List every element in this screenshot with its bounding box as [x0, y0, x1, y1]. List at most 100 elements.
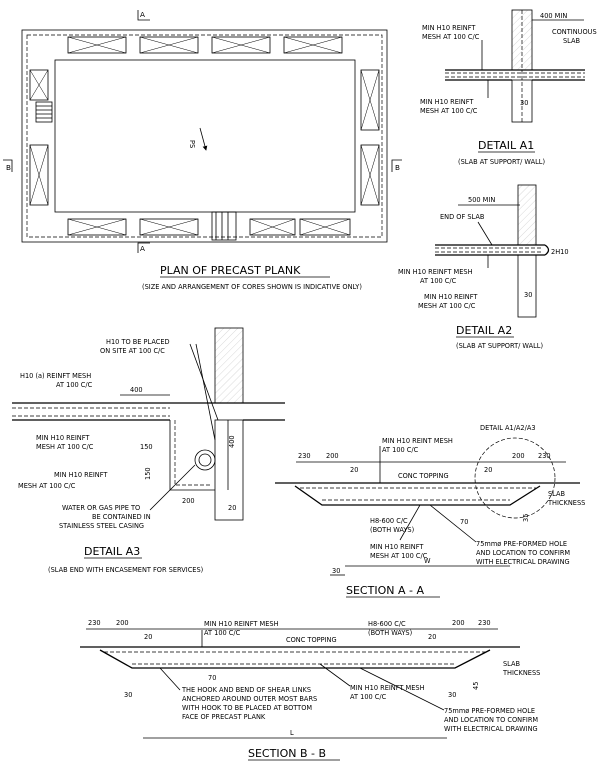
a1-label-top-1: MIN H10 REINFT — [422, 24, 476, 32]
bb-label-min-1: MIN H10 REINFT MESH — [350, 684, 425, 692]
aa-label-hole-1: 75mmø PRE-FORMED HOLE — [476, 540, 567, 548]
detail-a3: 400 400 H10 TO BE PLACED ON SITE AT 100 … — [12, 327, 285, 574]
aa-label-slab-1: SLAB — [548, 490, 566, 498]
bb-label-slab-1: SLAB — [503, 660, 521, 668]
bb-label-hole-3: WITH ELECTRICAL DRAWING — [444, 725, 538, 733]
aa-label-hole-3: WITH ELECTRICAL DRAWING — [476, 558, 570, 566]
bb-label-topping: CONC TOPPING — [286, 636, 337, 644]
a3-dim-150b: 150 — [144, 467, 152, 480]
a2-label-2h10: 2H10 — [551, 248, 569, 256]
a2-label-m1-2: AT 100 C/C — [420, 277, 457, 285]
a3-title: DETAIL A3 — [84, 545, 140, 558]
a3-dim-400: 400 — [130, 386, 143, 394]
a3-label-mesh-2: AT 100 C/C — [56, 381, 93, 389]
bb-label-hook-1: THE HOOK AND BEND OF SHEAR LINKS — [181, 686, 311, 694]
top-cores — [67, 36, 343, 54]
a1-dim-top: 400 MIN — [540, 12, 567, 20]
section-a-marker-top: A — [140, 10, 145, 19]
aa-label-mesh-1: MIN H10 REINT MESH — [382, 437, 453, 445]
aa-title: SECTION A - A — [346, 584, 424, 597]
a2-label-m1-1: MIN H10 REINFT MESH — [398, 268, 473, 276]
aa-dim-w: W — [424, 557, 431, 565]
a2-sub: (SLAB AT SUPPORT/ WALL) — [456, 342, 543, 350]
bb-dim-45: 45 — [472, 682, 480, 690]
bb-label-h8-2: (BOTH WAYS) — [368, 629, 412, 637]
bottom-cores — [67, 218, 351, 236]
a2-dim-top: 500 MIN — [468, 196, 495, 204]
aa-label-slab-2: THICKNESS — [547, 499, 585, 507]
a1-label-cont-1: CONTINUOUS — [552, 28, 597, 36]
bb-label-hook-3: WITH HOOK TO BE PLACED AT BOTTOM — [182, 704, 312, 712]
a1-sub: (SLAB AT SUPPORT/ WALL) — [458, 158, 545, 166]
bb-label-hole-2: AND LOCATION TO CONFIRM — [444, 716, 538, 724]
plan-title: PLAN OF PRECAST PLANK — [160, 264, 301, 277]
a1-dim-30: 30 — [520, 99, 528, 107]
a3-dim-200: 200 — [182, 497, 195, 505]
aa-dim-30: 30 — [332, 567, 340, 575]
a3-label-m2-2: MESH AT 100 C/C — [18, 482, 76, 490]
a3-label-m2-1: MIN H10 REINFT — [54, 471, 108, 479]
aa-dim-200a: 200 — [326, 452, 339, 460]
section-b-marker-right: B — [395, 163, 400, 172]
bb-label-hook-2: ANCHORED AROUND OUTER MOST BARS — [182, 695, 317, 703]
aa-label-min-2: MESH AT 100 C/C — [370, 552, 428, 560]
a1-label-bot-2: MESH AT 100 C/C — [420, 107, 478, 115]
a3-label-h10-1: H10 TO BE PLACED — [106, 338, 170, 346]
aa-label-h8-2: (BOTH WAYS) — [370, 526, 414, 534]
a3-dim-150a: 150 — [140, 443, 153, 451]
aa-dim-20a: 20 — [350, 466, 358, 474]
aa-detail-ref: DETAIL A1/A2/A3 — [480, 424, 536, 432]
bb-dim-230b: 230 — [478, 619, 491, 627]
side-cores — [29, 69, 380, 206]
bb-label-mesh-2: AT 100 C/C — [204, 629, 241, 637]
a1-label-top-2: MESH AT 100 C/C — [422, 33, 480, 41]
a2-label-end: END OF SLAB — [440, 213, 485, 221]
bb-dim-200b: 200 — [452, 619, 465, 627]
aa-dim-20b: 20 — [484, 466, 492, 474]
section-bb: 230 200 20 MIN H10 REINFT MESH AT 100 C/… — [80, 619, 540, 761]
bb-dim-20a: 20 — [144, 633, 152, 641]
bb-label-hole-1: 75mmø PRE-FORMED HOLE — [444, 707, 535, 715]
bb-label-min-2: AT 100 C/C — [350, 693, 387, 701]
bb-dim-230a: 230 — [88, 619, 101, 627]
aa-dim-230b: 230 — [538, 452, 551, 460]
a1-title: DETAIL A1 — [478, 139, 534, 152]
aa-label-topping: CONC TOPPING — [398, 472, 449, 480]
detail-a2: 500 MIN END OF SLAB 2H10 MIN H10 REINFT … — [398, 184, 569, 350]
aa-dim-70: 70 — [460, 518, 468, 526]
section-aa: 230 200 20 20 200 230 DETAIL A1/A2/A3 MI… — [275, 424, 585, 598]
a3-dim-20: 20 — [228, 504, 236, 512]
a2-label-m2-1: MIN H10 REINFT — [424, 293, 478, 301]
bb-dim-30a: 30 — [124, 691, 132, 699]
detail-a1: 400 MIN MIN H10 REINFT MESH AT 100 C/C C… — [420, 9, 597, 166]
a2-label-m2-2: MESH AT 100 C/C — [418, 302, 476, 310]
aa-dim-200b: 200 — [512, 452, 525, 460]
a3-label-pipe-3: STAINLESS STEEL CASING — [59, 522, 144, 530]
section-b-marker-left: B — [6, 163, 11, 172]
section-a-marker-bottom: A — [140, 244, 145, 253]
a3-label-pipe-2: BE CONTAINED IN — [92, 513, 151, 521]
bb-title: SECTION B - B — [248, 747, 326, 760]
plan-view: PS A A B B PLAN OF PRECAST PLANK (SIZE A… — [3, 10, 402, 291]
a3-sub: (SLAB END WITH ENCASEMENT FOR SERVICES) — [48, 566, 203, 574]
a3-dim-400v: 400 — [228, 435, 236, 448]
bb-label-hook-4: FACE OF PRECAST PLANK — [182, 713, 266, 721]
a3-label-m1-1: MIN H10 REINFT — [36, 434, 90, 442]
bb-label-h8-1: H8-600 C/C — [368, 620, 406, 628]
a1-label-cont-2: SLAB — [563, 37, 581, 45]
a3-label-mesh-1: H10 (a) REINFT MESH — [20, 372, 91, 380]
bb-dim-l: L — [290, 729, 294, 737]
aa-label-mesh-2: AT 100 C/C — [382, 446, 419, 454]
aa-dim-230a: 230 — [298, 452, 311, 460]
plan-note: (SIZE AND ARRANGEMENT OF CORES SHOWN IS … — [142, 283, 362, 291]
bb-dim-200a: 200 — [116, 619, 129, 627]
aa-label-min-1: MIN H10 REINFT — [370, 543, 424, 551]
ps-label: PS — [188, 140, 196, 148]
a3-label-m1-2: MESH AT 100 C/C — [36, 443, 94, 451]
aa-dim-35: 35 — [522, 514, 530, 522]
a2-title: DETAIL A2 — [456, 324, 512, 337]
aa-label-hole-2: AND LOCATION TO CONFIRM — [476, 549, 570, 557]
bb-dim-20b: 20 — [428, 633, 436, 641]
aa-label-h8-1: H8-600 C/C — [370, 517, 408, 525]
